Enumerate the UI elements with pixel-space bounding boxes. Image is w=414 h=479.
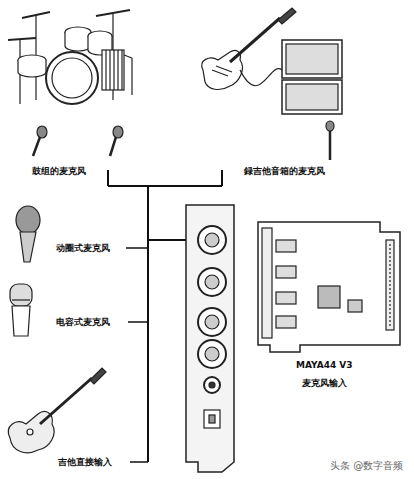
caption-label: 电容式麦克风 xyxy=(56,317,110,328)
caption-label: 録吉他音箱的麦克风 xyxy=(244,166,325,177)
dynamic-microphone xyxy=(16,206,40,262)
guitar-amplifier xyxy=(240,40,342,114)
caption-label: 鼓组的麦克风 xyxy=(32,166,86,177)
caption-label: 麦克风输入 xyxy=(302,378,347,389)
drum-microphones xyxy=(33,126,123,156)
drum-kit xyxy=(8,10,132,104)
card-name: MAYA44 V3 xyxy=(296,360,353,371)
card-bracket xyxy=(186,205,234,472)
condenser-microphone xyxy=(10,284,32,336)
watermark: 头条 @数字音频 xyxy=(330,460,403,471)
amp-microphone xyxy=(326,121,334,160)
sound-card xyxy=(258,222,400,352)
caption-label: 动圈式麦克风 xyxy=(56,243,110,254)
caption-label: 吉他直接输入 xyxy=(58,457,112,468)
guitar-direct xyxy=(8,368,106,453)
